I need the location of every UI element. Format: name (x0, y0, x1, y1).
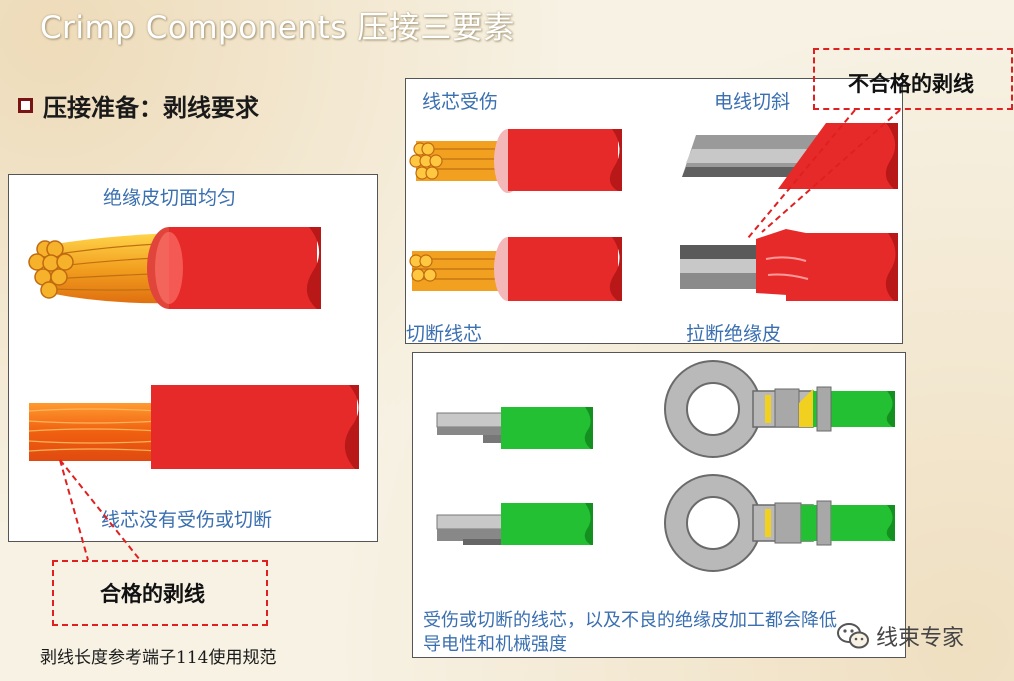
bad-strip-callout-label: 不合格的剥线 (848, 72, 974, 96)
crimp-terminal-panel: 受伤或切断的线芯，以及不良的绝缘皮加工都会降低 导电性和机械强度 (412, 352, 906, 658)
good-strip-illustration (28, 227, 359, 469)
good-wire-bottom (28, 385, 359, 469)
watermark-text: 线束专家 (876, 626, 965, 651)
slide-title: Crimp Components 压接三要素 (40, 10, 515, 46)
slanted-cut-wire (682, 123, 898, 189)
label-slanted-cut: 电线切斜 (714, 91, 791, 113)
good-strip-bottom-label: 线芯没有受伤或切断 (101, 509, 273, 531)
pulled-insulation-wire (680, 229, 898, 301)
wechat-watermark: 线束专家 (836, 620, 964, 652)
terminal-caption-line2: 导电性和机械强度 (423, 634, 567, 655)
bad-strip-panel: 线芯受伤 电线切斜 切断线芯 拉断绝缘皮 (405, 78, 903, 345)
square-bullet-icon (18, 98, 33, 113)
good-strip-callout-label: 合格的剥线 (100, 582, 205, 606)
strip-length-footnote: 剥线长度参考端子114使用规范 (40, 648, 277, 668)
green-wire-bottom (436, 503, 593, 545)
bad-strip-callout (813, 48, 1013, 110)
crimp-terminal-illustration (436, 360, 895, 572)
good-wire-top (28, 227, 321, 309)
label-damaged-conductor: 线芯受伤 (422, 91, 499, 113)
cut-conductor-wire (409, 237, 622, 301)
damaged-conductor-wire (409, 129, 622, 193)
terminal-caption-line1: 受伤或切断的线芯，以及不良的绝缘皮加工都会降低 (423, 610, 837, 631)
ring-terminal-top (664, 360, 895, 458)
bad-strip-illustration (409, 123, 898, 301)
good-strip-callout (52, 560, 268, 626)
section-heading-text: 压接准备：剥线要求 (43, 94, 259, 122)
label-pulled-insulation: 拉断绝缘皮 (686, 323, 782, 345)
wechat-icon (837, 623, 869, 649)
good-strip-panel: 绝缘皮切面均匀 线芯没有受伤或切断 (8, 174, 378, 542)
label-cut-conductor: 切断线芯 (406, 323, 483, 345)
good-strip-top-label: 绝缘皮切面均匀 (103, 187, 237, 209)
ring-terminal-bottom (664, 474, 895, 572)
section-heading: 压接准备：剥线要求 (18, 88, 259, 123)
green-wire-top (436, 407, 593, 449)
